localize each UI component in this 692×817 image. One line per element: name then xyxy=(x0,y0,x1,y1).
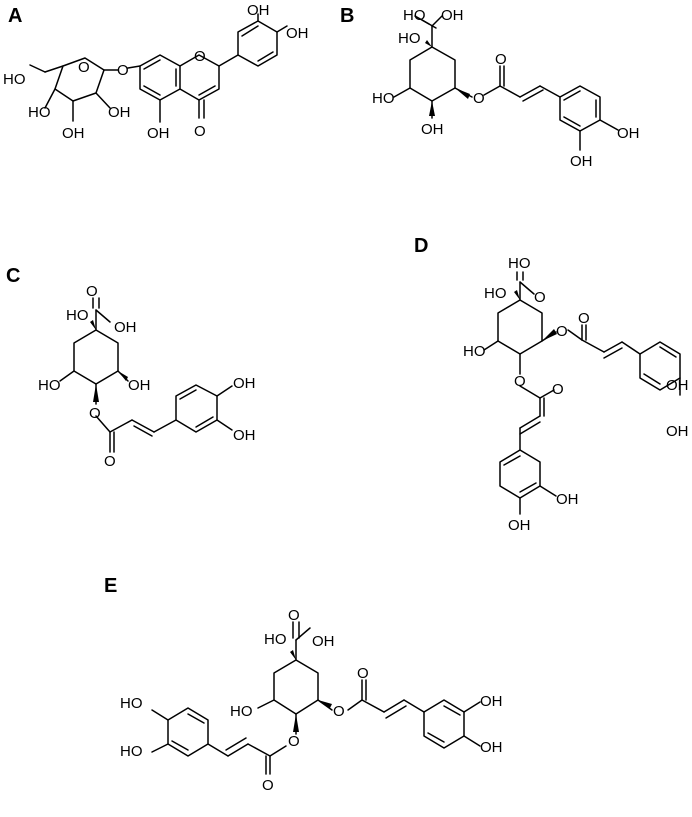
atom-label: HO xyxy=(120,695,143,712)
atom-label: O xyxy=(104,453,116,470)
atom-label: OH xyxy=(62,125,85,142)
atom-label: O xyxy=(117,62,129,79)
panel-e: E xyxy=(104,575,503,794)
atom-label: OH xyxy=(286,25,309,42)
panel-c: C O HO OH xyxy=(6,265,256,470)
stereo-wedge xyxy=(425,40,432,47)
atom-label: OH xyxy=(147,125,170,142)
atom-label: HO xyxy=(120,743,143,760)
atom-label: OH xyxy=(128,377,151,394)
atom-label: HO xyxy=(38,377,61,394)
atom-label: HO xyxy=(508,255,531,272)
atom-label: OH xyxy=(556,491,579,508)
atom-label: HO xyxy=(28,104,51,121)
panel-c-letter: C xyxy=(6,265,20,287)
panel-b: B HO OH xyxy=(340,5,640,170)
panel-a: A xyxy=(3,2,309,142)
atom-label: OH xyxy=(421,121,444,138)
atom-label: O xyxy=(194,123,206,140)
atom-label: O xyxy=(556,323,568,340)
atom-label: O xyxy=(194,48,206,65)
atom-label: OH xyxy=(441,7,464,24)
atom-label: O xyxy=(78,59,90,76)
panel-b-letter: B xyxy=(340,5,354,27)
atom-label: O xyxy=(552,381,564,398)
atom-label: OH xyxy=(570,153,593,170)
atom-label: OH xyxy=(508,517,531,534)
atom-label: OH xyxy=(114,319,137,336)
stereo-wedge xyxy=(293,714,299,732)
atom-label: O xyxy=(288,733,300,750)
atom-label: OH xyxy=(108,104,131,121)
atom-label: OH xyxy=(480,693,503,710)
atom-label: O xyxy=(495,51,507,68)
atom-label: O xyxy=(534,289,546,306)
atom-label: OH xyxy=(312,633,335,650)
atom-label: HO xyxy=(372,90,395,107)
atom-label: HO xyxy=(403,7,426,24)
atom-label: O xyxy=(86,283,98,300)
panel-d-atom-labels: HO HO O HO O O O O OH OH OH OH xyxy=(463,255,689,534)
atom-label: HO xyxy=(264,631,287,648)
panel-a-bonds xyxy=(29,13,288,123)
atom-label: OH xyxy=(666,423,689,440)
atom-label: O xyxy=(357,665,369,682)
stereo-wedge xyxy=(542,329,557,341)
atom-label: HO xyxy=(484,285,507,302)
atom-label: OH xyxy=(233,427,256,444)
stereo-wedge xyxy=(290,650,296,660)
panel-b-atom-labels: HO OH HO HO O O OH OH OH xyxy=(372,7,640,170)
atom-label: OH xyxy=(617,125,640,142)
panel-d-bonds xyxy=(483,271,681,515)
atom-label: OH xyxy=(666,377,689,394)
stereo-wedge xyxy=(514,290,520,300)
atom-label: O xyxy=(473,90,485,107)
panel-c-atom-labels: O HO OH HO OH O O OH OH xyxy=(38,283,256,470)
panel-a-letter: A xyxy=(8,5,22,27)
panel-a-atom-labels: HO O HO OH OH O O OH O OH OH xyxy=(3,2,309,142)
atom-label: HO xyxy=(66,307,89,324)
panel-e-bonds xyxy=(151,621,481,775)
stereo-wedge xyxy=(429,101,435,116)
stereo-wedge xyxy=(93,384,99,402)
atom-label: HO xyxy=(230,703,253,720)
panel-d-letter: D xyxy=(414,235,428,257)
panel-e-letter: E xyxy=(104,575,117,597)
stereo-wedge xyxy=(90,320,96,330)
atom-label: HO xyxy=(3,71,26,88)
atom-label: OH xyxy=(233,375,256,392)
atom-label: HO xyxy=(398,30,421,47)
stereo-wedge xyxy=(118,371,128,381)
atom-label: O xyxy=(333,703,345,720)
atom-label: O xyxy=(578,310,590,327)
atom-label: O xyxy=(288,607,300,624)
atom-label: OH xyxy=(480,739,503,756)
atom-label: HO xyxy=(463,343,486,360)
atom-label: OH xyxy=(247,2,270,19)
stereo-wedge xyxy=(318,700,332,708)
stereo-wedge xyxy=(455,88,470,99)
panel-d: D xyxy=(414,235,689,534)
atom-label: O xyxy=(262,777,274,794)
panel-e-atom-labels: O HO OH HO O O O O HO HO OH OH xyxy=(120,607,503,794)
atom-label: O xyxy=(89,405,101,422)
atom-label: O xyxy=(514,373,526,390)
